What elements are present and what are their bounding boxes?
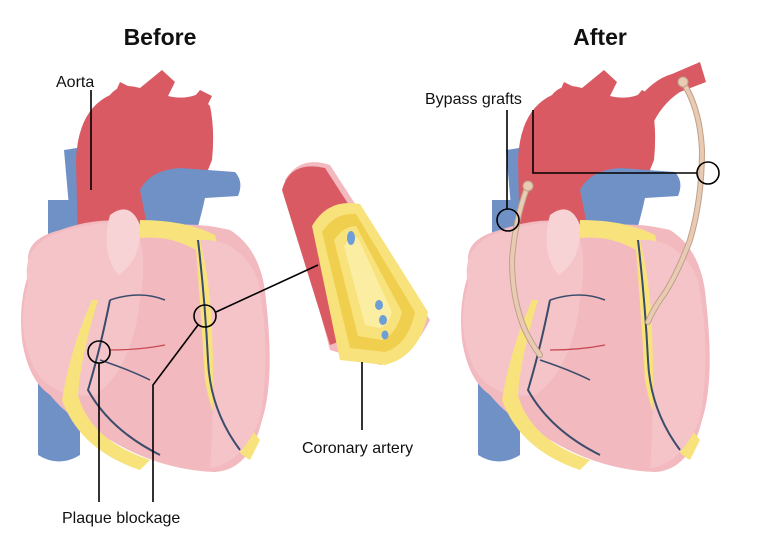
coronary-artery-illustration [282, 162, 430, 365]
graft-marker-left [496, 208, 520, 232]
plaque-blockage-marker-2 [193, 304, 217, 328]
plaque-deposit [347, 231, 355, 245]
after-heart [461, 62, 710, 472]
artery-zoom-leader [215, 264, 319, 313]
aorta-label: Aorta [56, 74, 94, 91]
bypass-grafts-label: Bypass grafts [425, 91, 522, 108]
plaque-leader-2 [152, 324, 199, 502]
before-heart [21, 70, 270, 472]
plaque-blockage-label: Plaque blockage [62, 510, 180, 527]
graft-leader-right [532, 110, 697, 174]
coronary-artery-label: Coronary artery [302, 440, 413, 457]
plaque-deposit [375, 300, 383, 310]
before-title: Before [124, 24, 197, 50]
plaque-deposit [379, 315, 387, 325]
after-aortic-branch [630, 62, 706, 130]
plaque-deposit [381, 330, 389, 340]
after-title: After [573, 24, 627, 50]
